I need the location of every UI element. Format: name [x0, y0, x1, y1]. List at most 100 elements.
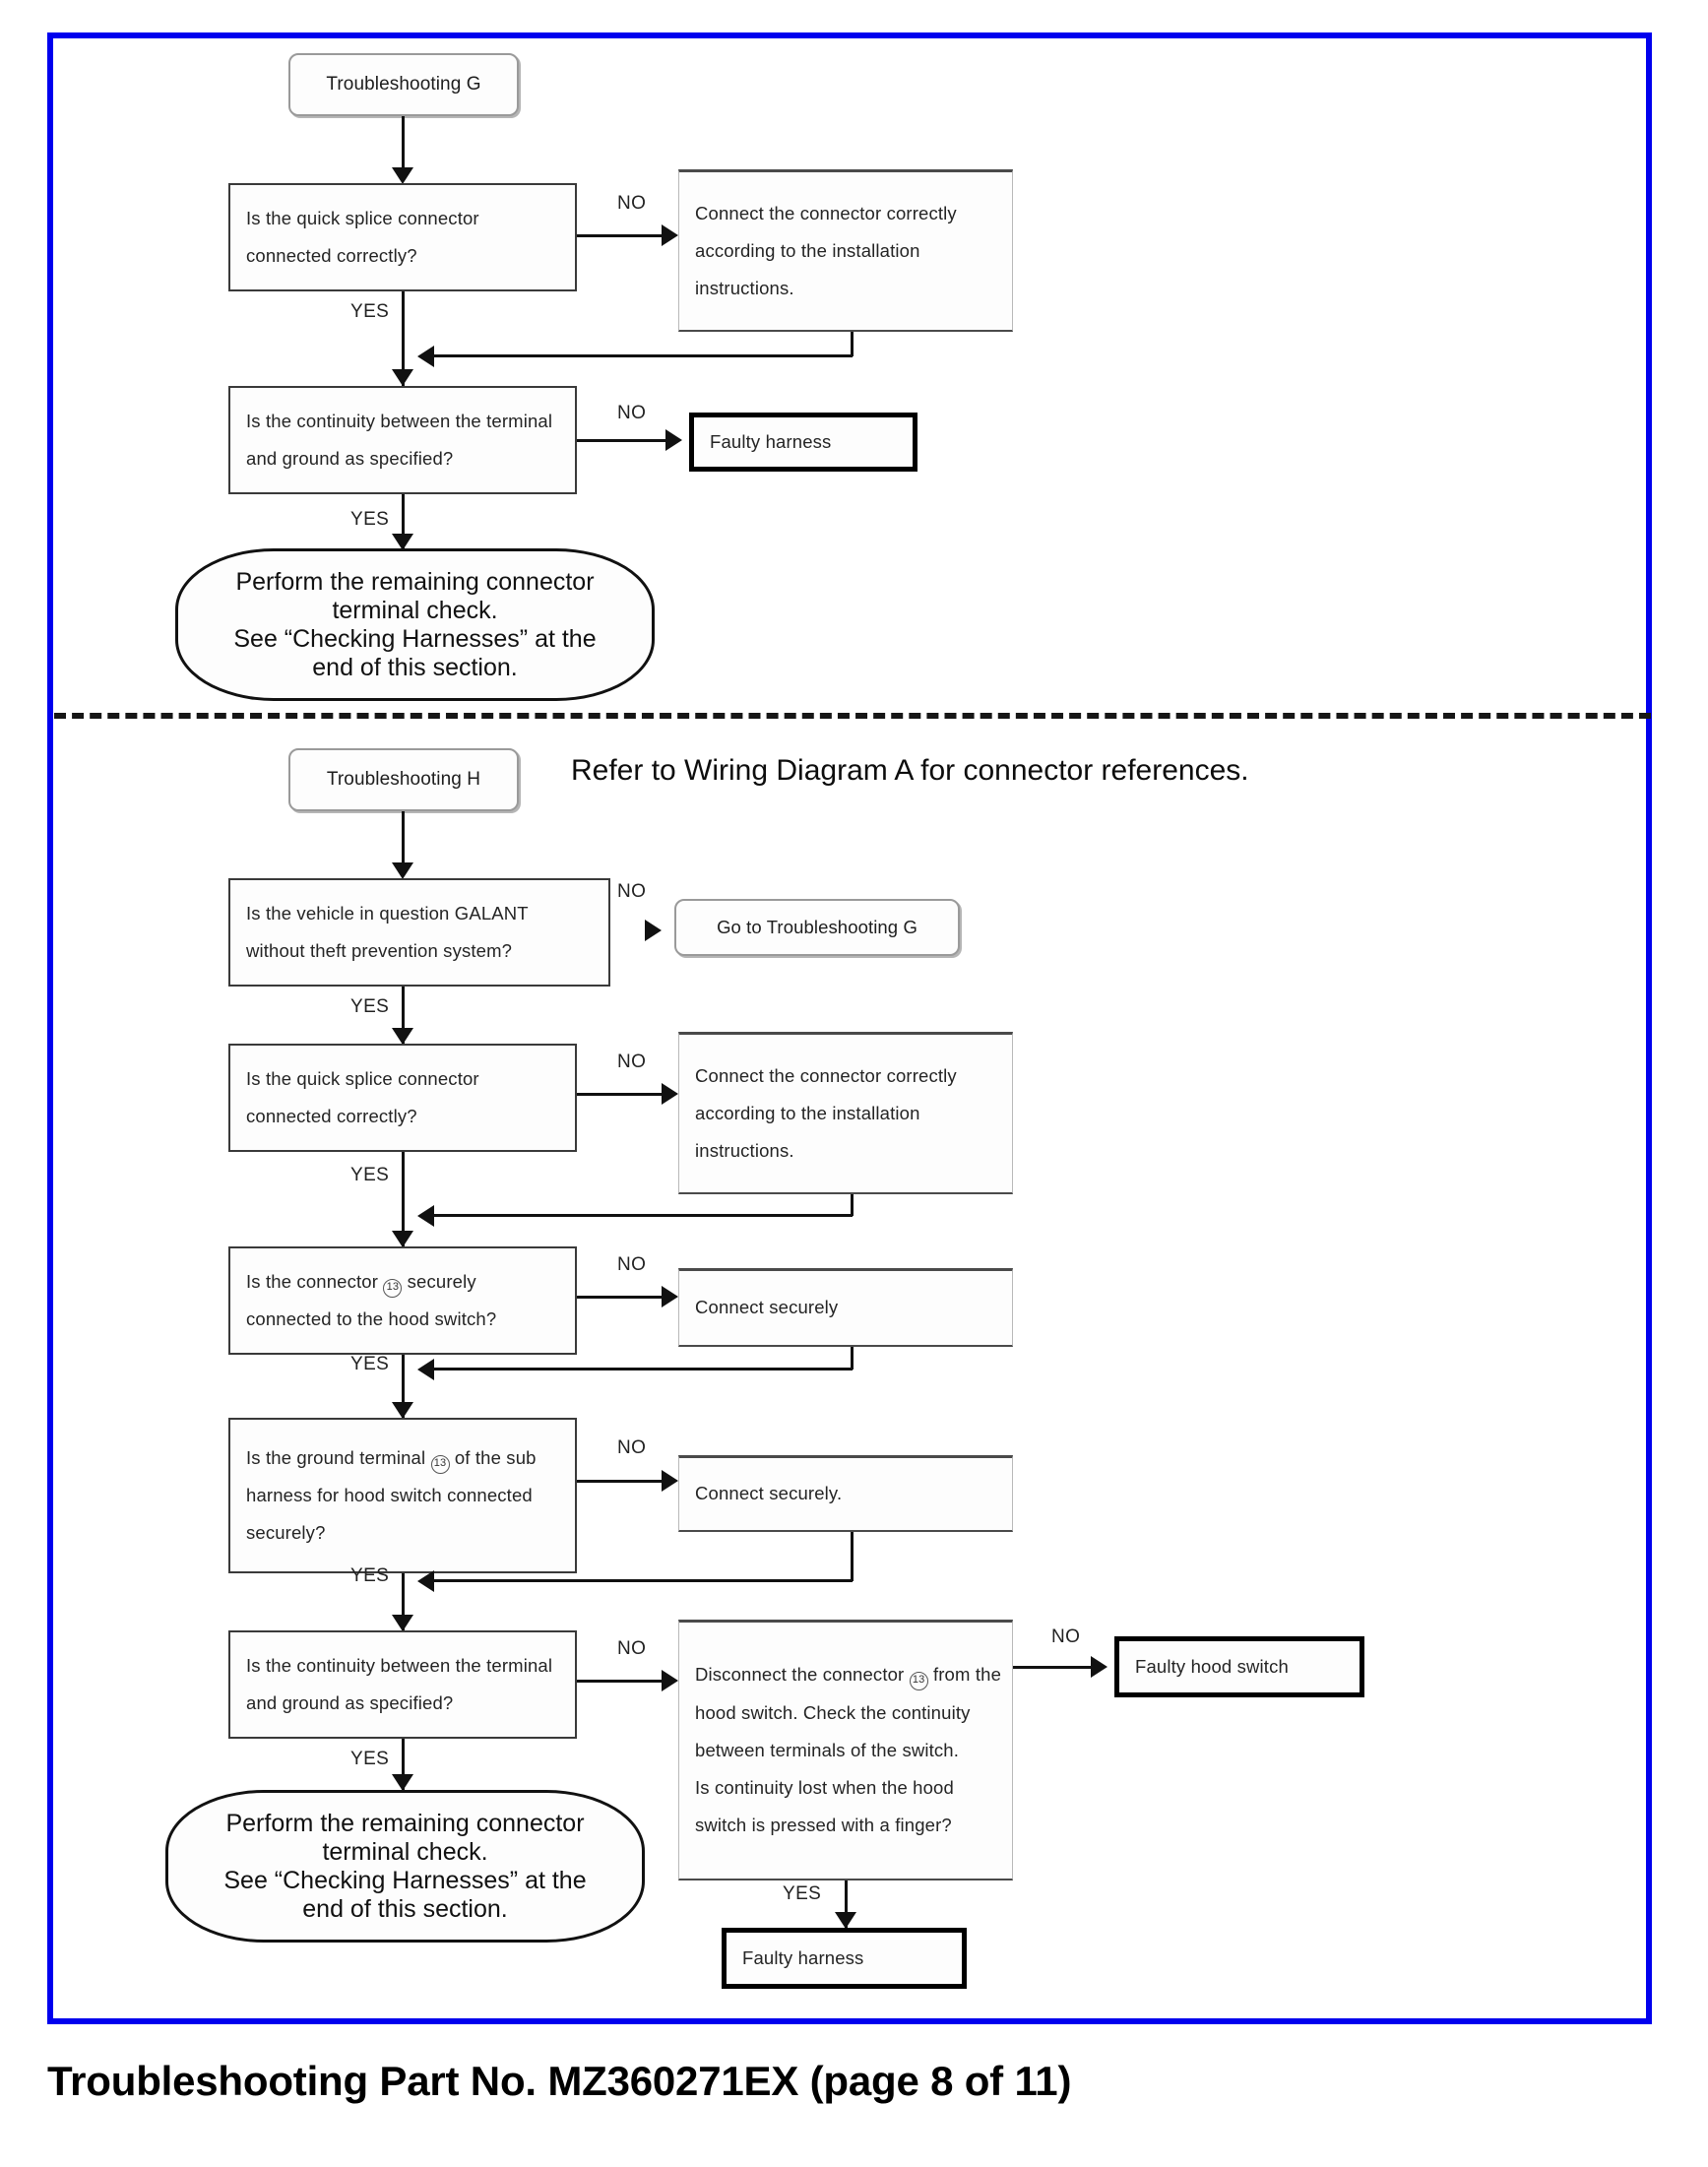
connector-line — [851, 1347, 854, 1370]
arrow-down-icon — [392, 1402, 413, 1419]
connector-line — [402, 291, 405, 390]
arrow-down-icon — [392, 1615, 413, 1631]
connector-line — [851, 1532, 854, 1581]
arrow-left-icon — [417, 346, 434, 367]
node-h-galant-check[interactable]: Is the vehicle in question GALANT withou… — [228, 878, 610, 987]
connector-line — [421, 1214, 853, 1217]
node-g-perform-remaining-check[interactable]: Perform the remaining connector terminal… — [175, 548, 655, 701]
connector-ref-icon: 13 — [383, 1278, 403, 1298]
connector-line — [402, 1573, 405, 1634]
edge-label-yes: YES — [350, 1354, 390, 1374]
node-h-faulty-hood-switch[interactable]: Faulty hood switch — [1114, 1636, 1364, 1697]
connector-line — [421, 1368, 853, 1370]
section-divider — [54, 713, 1651, 719]
node-troubleshooting-h-start[interactable]: Troubleshooting H — [288, 748, 519, 811]
node-h-go-to-troubleshooting-g[interactable]: Go to Troubleshooting G — [674, 899, 960, 956]
connector-line — [402, 1152, 405, 1250]
node-text: Is the connector 13 securely connected t… — [246, 1270, 497, 1329]
node-label: Troubleshooting G — [326, 74, 481, 95]
node-g-continuity-check[interactable]: Is the continuity between the terminal a… — [228, 386, 577, 494]
node-text: Connect securely — [695, 1297, 839, 1318]
node-g-connect-correctly[interactable]: Connect the connector correctly accordin… — [678, 169, 1013, 332]
node-troubleshooting-g-start[interactable]: Troubleshooting G — [288, 53, 519, 116]
edge-label-yes: YES — [350, 1165, 390, 1185]
connector-line — [577, 234, 670, 237]
arrow-right-icon — [662, 224, 678, 246]
node-h-quick-splice-check[interactable]: Is the quick splice connector connected … — [228, 1044, 577, 1152]
edge-label-no: NO — [617, 1437, 647, 1458]
arrow-down-icon — [392, 1774, 413, 1791]
arrow-down-icon — [392, 167, 413, 184]
node-text: Faulty harness — [710, 430, 832, 452]
edge-label-no: NO — [617, 1052, 647, 1072]
arrow-right-icon — [662, 1083, 678, 1105]
node-h-disconnect-hood-switch-test[interactable]: Disconnect the connector 13 from the hoo… — [678, 1620, 1013, 1880]
node-h-connect-securely-1[interactable]: Connect securely — [678, 1268, 1013, 1347]
node-text: Connect securely. — [695, 1483, 843, 1504]
connector-line — [577, 1296, 670, 1299]
edge-label-no: NO — [617, 1638, 647, 1659]
node-text: Is the vehicle in question GALANT withou… — [246, 902, 529, 961]
arrow-left-icon — [417, 1359, 434, 1380]
connector-line — [577, 1680, 670, 1683]
arrow-right-icon — [662, 1286, 678, 1307]
arrow-left-icon — [417, 1570, 434, 1592]
node-g-faulty-harness[interactable]: Faulty harness — [689, 413, 917, 472]
node-text: Is the ground terminal 13 of the sub har… — [246, 1446, 537, 1544]
node-text: Connect the connector correctly accordin… — [695, 1064, 957, 1162]
arrow-right-icon — [662, 1670, 678, 1691]
node-label: Troubleshooting H — [326, 769, 481, 790]
node-g-quick-splice-check[interactable]: Is the quick splice connector connected … — [228, 183, 577, 291]
arrow-down-icon — [392, 1028, 413, 1045]
edge-label-yes: YES — [350, 1749, 390, 1769]
arrow-down-icon — [392, 534, 413, 550]
node-h-perform-remaining-check[interactable]: Perform the remaining connector terminal… — [165, 1790, 645, 1943]
connector-line — [851, 1194, 854, 1216]
connector-line — [577, 1480, 670, 1483]
edge-label-yes: YES — [350, 301, 390, 322]
connector-line — [421, 354, 853, 357]
node-text: Is the quick splice connector connected … — [246, 207, 479, 266]
node-text: Is the quick splice connector connected … — [246, 1067, 479, 1126]
node-h-continuity-check[interactable]: Is the continuity between the terminal a… — [228, 1630, 577, 1739]
node-label: Go to Troubleshooting G — [717, 917, 917, 937]
connector-line — [402, 811, 405, 870]
node-h-ground-terminal-check[interactable]: Is the ground terminal 13 of the sub har… — [228, 1418, 577, 1573]
node-h-connector-hood-switch-check[interactable]: Is the connector 13 securely connected t… — [228, 1246, 577, 1355]
node-text: Faulty hood switch — [1135, 1655, 1289, 1677]
edge-label-no: NO — [1051, 1626, 1081, 1647]
wiring-diagram-note: Refer to Wiring Diagram A for connector … — [571, 754, 1249, 787]
edge-label-no: NO — [617, 1254, 647, 1275]
connector-line — [402, 1739, 405, 1793]
edge-label-yes: YES — [783, 1883, 822, 1904]
node-text: Perform the remaining connector terminal… — [223, 1809, 587, 1923]
node-h-faulty-harness[interactable]: Faulty harness — [722, 1928, 967, 1989]
connector-line — [402, 116, 405, 173]
edge-label-yes: YES — [350, 509, 390, 530]
node-text: Faulty harness — [742, 1946, 864, 1968]
node-text: Connect the connector correctly accordin… — [695, 202, 957, 299]
arrow-right-icon — [1091, 1656, 1107, 1678]
connector-line — [402, 494, 405, 551]
connector-line — [577, 439, 675, 442]
arrow-down-icon — [392, 1231, 413, 1247]
connector-line — [421, 1579, 853, 1582]
node-text: Disconnect the connector 13 from the hoo… — [695, 1664, 1002, 1836]
node-h-connect-securely-2[interactable]: Connect securely. — [678, 1455, 1013, 1532]
node-text: Is the continuity between the terminal a… — [246, 410, 553, 469]
connector-line — [402, 987, 405, 1048]
connector-line — [851, 332, 854, 356]
connector-line — [402, 1355, 405, 1421]
edge-label-no: NO — [617, 881, 647, 902]
node-h-connect-correctly[interactable]: Connect the connector correctly accordin… — [678, 1032, 1013, 1194]
edge-label-no: NO — [617, 403, 647, 423]
edge-label-yes: YES — [350, 996, 390, 1017]
node-text: Is the continuity between the terminal a… — [246, 1654, 553, 1713]
arrow-right-icon — [645, 920, 662, 941]
arrow-left-icon — [417, 1205, 434, 1227]
arrow-down-icon — [392, 369, 413, 386]
connector-ref-icon: 13 — [909, 1672, 928, 1691]
connector-line — [1013, 1666, 1100, 1669]
connector-line — [845, 1880, 848, 1930]
